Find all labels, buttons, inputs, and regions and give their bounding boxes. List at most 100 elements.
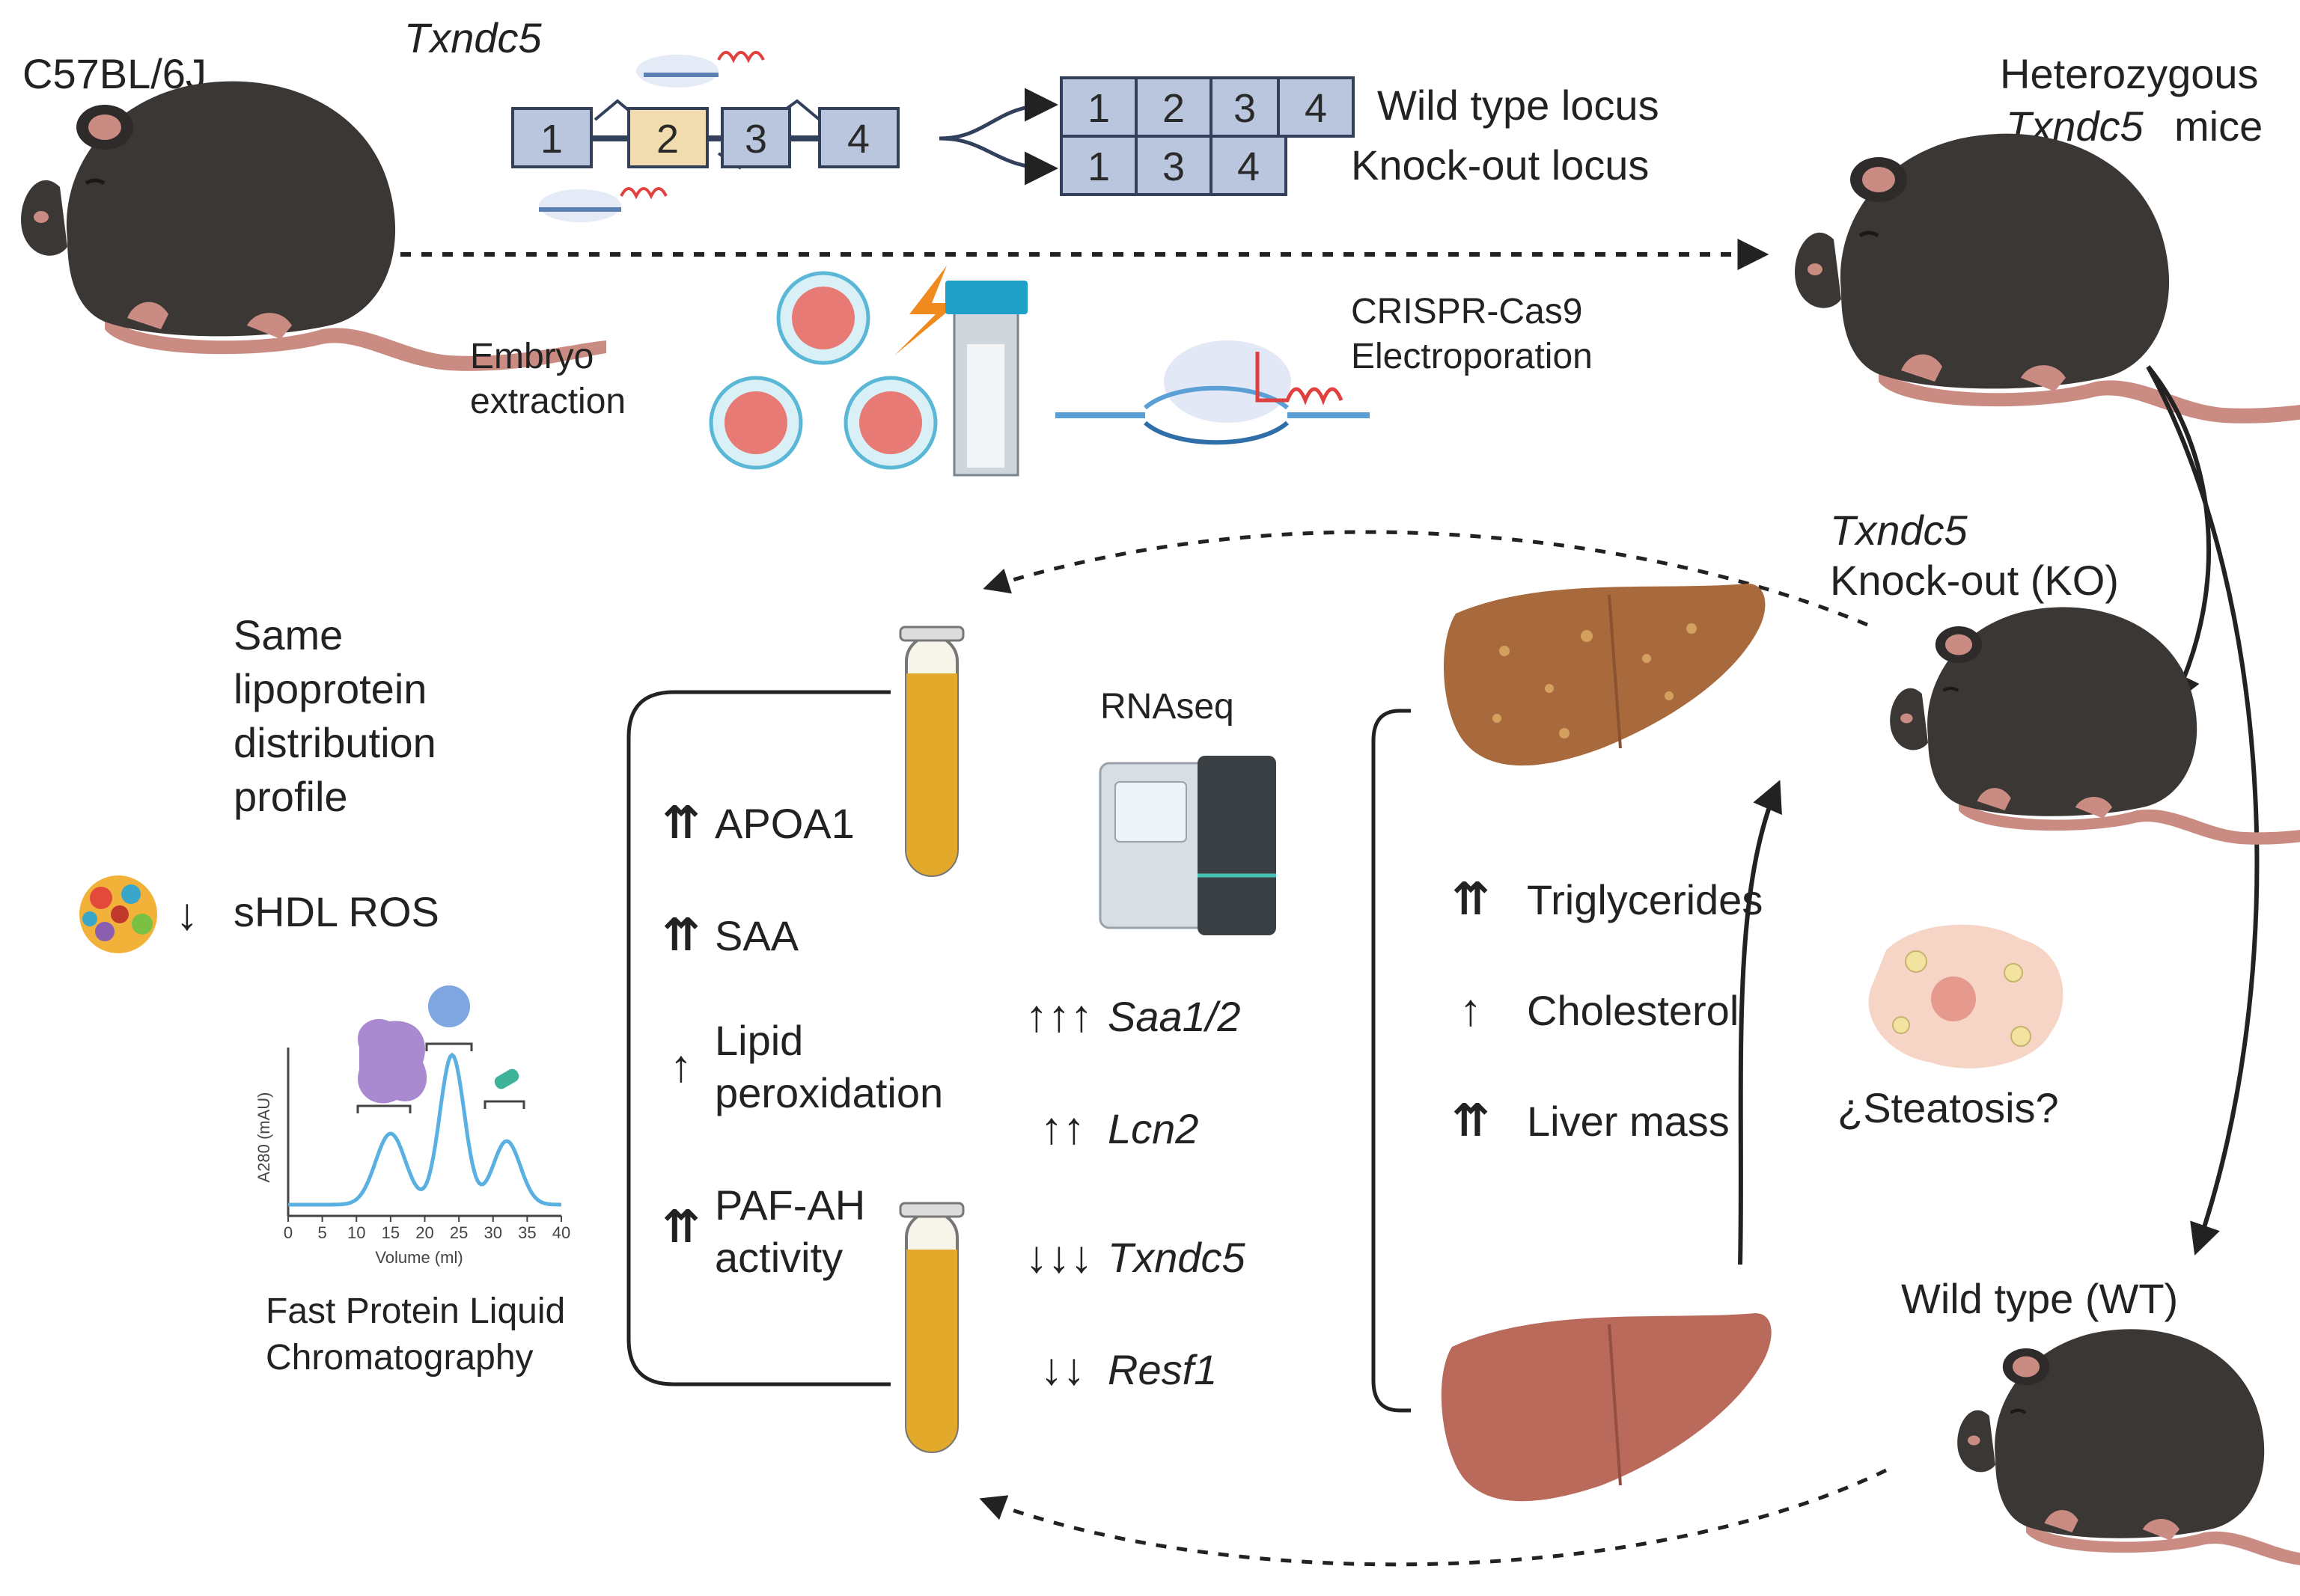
pafah-label-2: activity <box>715 1234 843 1281</box>
ko-label: Knock-out (KO) <box>1830 557 2119 604</box>
fplc-trace <box>288 1052 561 1207</box>
exon-2-label: 2 <box>656 117 679 162</box>
ros-down-arrow: ↓ <box>176 889 198 939</box>
saa-label: SAA <box>715 912 799 959</box>
wt-exon-3: 3 <box>1233 86 1256 131</box>
wt-exon-1: 1 <box>1088 86 1110 131</box>
plasma-tube-ko-icon <box>899 626 965 877</box>
knockout-locus: 1 3 4 <box>1060 135 1287 196</box>
liver-mass-arrow: ⇈ <box>1452 1095 1489 1146</box>
lipid-arrow: ↑ <box>670 1041 692 1091</box>
ldl-particle-icon <box>428 985 470 1027</box>
healthy-liver-icon <box>1441 1313 1772 1502</box>
fplc-tick-label: 30 <box>484 1223 502 1242</box>
hdl-small-particle-icon <box>494 1068 519 1089</box>
exon-3-label: 3 <box>745 117 767 162</box>
cas9-guide-icon <box>539 51 765 222</box>
exon-3 <box>721 107 791 168</box>
heterozygous-label-1: Heterozygous <box>2000 50 2259 97</box>
wt-exon-2: 2 <box>1162 86 1185 131</box>
txndc5-gene: Txndc5 <box>1108 1234 1245 1281</box>
fplc-tick-label: 25 <box>450 1223 468 1242</box>
resf1-gene: Resf1 <box>1108 1346 1217 1393</box>
liver-transition-arrow <box>1738 780 1782 1265</box>
exon-4 <box>818 107 900 168</box>
crispr-label-2: Electroporation <box>1351 337 1593 376</box>
wild-type-locus: 1 2 3 4 <box>1060 76 1355 138</box>
ko-exon-1: 1 <box>1088 144 1110 189</box>
hdl-particle-icon <box>79 875 157 953</box>
lipid-label-2: peroxidation <box>715 1069 943 1116</box>
apoa1-label: APOA1 <box>715 800 855 847</box>
fplc-label-2: Chromatography <box>266 1338 534 1378</box>
wt-label: Wild type (WT) <box>1901 1275 2178 1322</box>
crispr-label-1: CRISPR-Cas9 <box>1351 292 1582 331</box>
chol-label: Cholesterol <box>1527 987 1739 1034</box>
wt-exon-4: 4 <box>1305 86 1327 131</box>
arrow-to-wt <box>2146 365 2260 1256</box>
embryo-label-2: extraction <box>470 382 626 421</box>
hdl-line-1: Same <box>234 611 343 658</box>
heterozygous-label-2: mice <box>2174 103 2263 150</box>
steatosis-label: ¿Steatosis? <box>1837 1084 2059 1131</box>
fplc-tick-label: 5 <box>318 1223 327 1242</box>
ko-exon-4: 4 <box>1237 144 1260 189</box>
fplc-tick-label: 40 <box>552 1223 570 1242</box>
exon-1-label: 1 <box>540 117 563 162</box>
gene-name: Txndc5 <box>404 14 542 61</box>
hdl-line-3: distribution <box>234 719 436 766</box>
embryo-label-1: Embryo <box>470 337 594 376</box>
fplc-tick-label: 35 <box>518 1223 536 1242</box>
embryo-icon <box>709 271 938 470</box>
chol-arrow: ↑ <box>1459 985 1482 1035</box>
vldl-particle-icon <box>358 1018 427 1104</box>
cuvette-icon <box>945 281 1028 477</box>
lcn2-gene: Lcn2 <box>1108 1105 1198 1152</box>
steatosis-tissue-icon <box>1868 924 2063 1068</box>
split-arrow <box>939 88 1058 186</box>
resf1-arrow: ↓↓ <box>1040 1344 1085 1394</box>
exon-construct: 1 2 3 4 <box>511 99 900 171</box>
lightning-icon <box>894 266 958 355</box>
wt-to-plasma-arrow <box>979 1468 1888 1567</box>
saa12-arrow: ↑↑↑ <box>1025 991 1093 1041</box>
pafah-arrow: ⇈ <box>662 1202 700 1252</box>
fplc-label-1: Fast Protein Liquid <box>266 1291 565 1331</box>
crispr-cas9-icon <box>1055 340 1370 445</box>
ko-gene: Txndc5 <box>1830 507 1968 554</box>
heterozygous-mouse-icon <box>1795 134 2300 424</box>
exon-2-target <box>627 107 709 168</box>
saa12-gene: Saa1/2 <box>1108 993 1241 1040</box>
txndc5-arrow: ↓↓↓ <box>1025 1232 1093 1282</box>
fplc-y-label: A280 (mAU) <box>254 1092 273 1182</box>
hdl-line-2: lipoprotein <box>234 665 427 712</box>
plasma-bracket <box>626 690 891 1386</box>
steatotic-liver-icon <box>1443 584 1766 766</box>
saa-arrow: ⇈ <box>662 910 700 960</box>
plasma-tube-wt-icon <box>899 1202 965 1453</box>
liver-bracket <box>1371 709 1411 1413</box>
pafah-label-1: PAF-AH <box>715 1181 865 1229</box>
exon-1 <box>511 107 593 168</box>
liver-mass-label: Liver mass <box>1527 1098 1730 1145</box>
rnaseq-title: RNAseq <box>1100 687 1234 727</box>
fplc-tick-label: 20 <box>415 1223 433 1242</box>
fplc-x-label: Volume (ml) <box>375 1248 463 1267</box>
ros-label: sHDL ROS <box>234 888 439 935</box>
wt-mouse-icon <box>1957 1329 2300 1566</box>
arrow-to-ko <box>2146 365 2212 706</box>
ko-exon-3: 3 <box>1162 144 1185 189</box>
fplc-tick-label: 10 <box>347 1223 365 1242</box>
fplc-tick-label: 15 <box>382 1223 400 1242</box>
apoa1-arrow: ⇈ <box>662 798 700 848</box>
tg-arrow: ⇈ <box>1452 874 1489 924</box>
fplc-tick-label: 0 <box>284 1223 293 1242</box>
ko-to-plasma-arrow <box>983 530 1868 627</box>
knockout-locus-label: Knock-out locus <box>1351 141 1649 189</box>
wild-type-locus-label: Wild type locus <box>1377 82 1659 129</box>
lipid-label-1: Lipid <box>715 1017 803 1064</box>
sequencer-icon <box>1099 756 1276 935</box>
tg-label: Triglycerides <box>1527 876 1763 923</box>
exon-4-label: 4 <box>847 117 870 162</box>
